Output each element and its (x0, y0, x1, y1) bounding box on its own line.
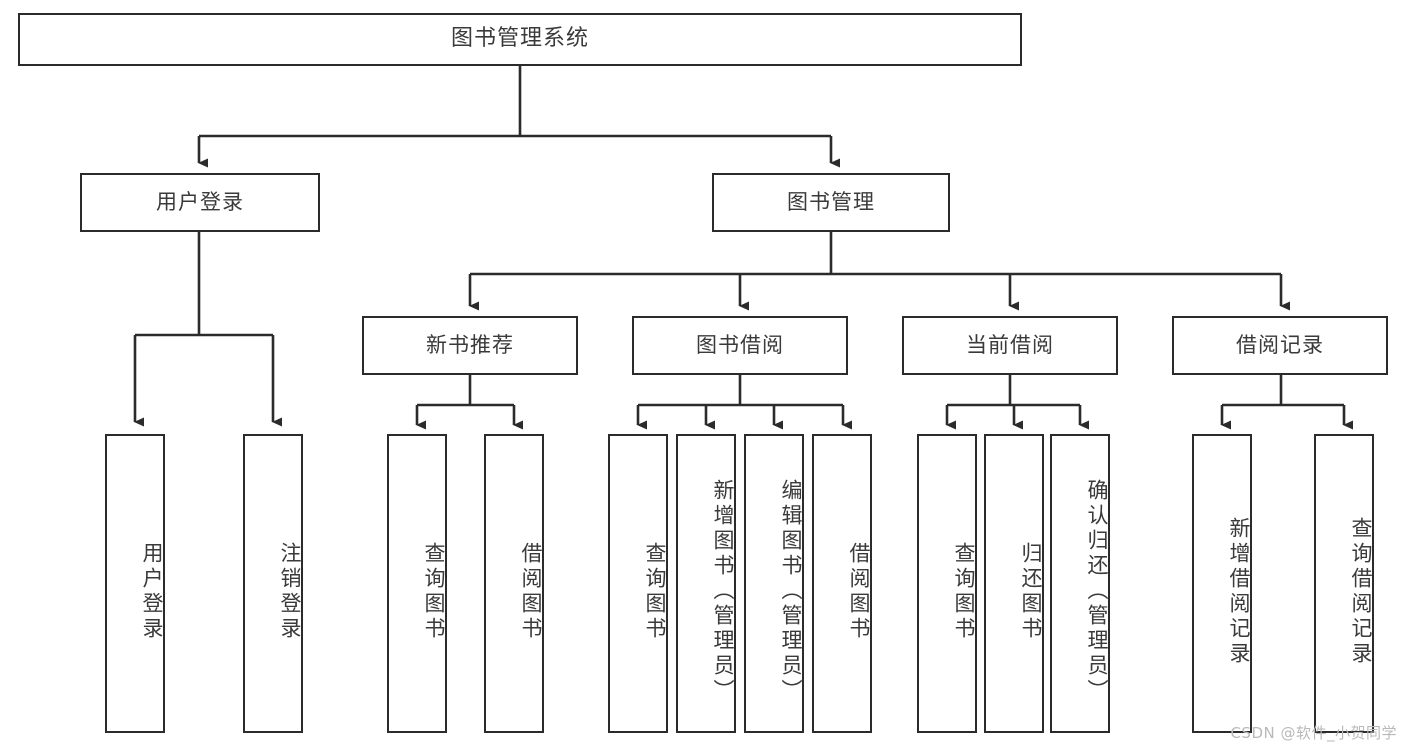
node-label: 查询图书 (952, 541, 976, 642)
leaf-query-borrow-record[interactable]: 查询借阅记录 (1314, 434, 1374, 733)
node-label: 用户登录 (140, 541, 164, 642)
node-label: 注销登录 (278, 541, 302, 642)
leaf-borrow-book[interactable]: 借阅图书 (812, 434, 872, 733)
leaf-add-book-admin[interactable]: 新增图书（管理员） (676, 434, 736, 733)
node-label: 当前借阅 (966, 332, 1054, 357)
leaf-return-book[interactable]: 归还图书 (984, 434, 1044, 733)
node-new-book-recommendation[interactable]: 新书推荐 (362, 316, 578, 375)
leaf-add-borrow-record[interactable]: 新增借阅记录 (1192, 434, 1252, 733)
node-book-borrowing[interactable]: 图书借阅 (632, 316, 848, 375)
node-label: 查询图书 (643, 541, 667, 642)
leaf-borrow-book-new[interactable]: 借阅图书 (484, 434, 544, 733)
node-label: 新增图书（管理员） (711, 479, 735, 704)
node-book-management[interactable]: 图书管理 (712, 173, 950, 232)
node-label: 图书借阅 (696, 332, 784, 357)
leaf-query-book-new[interactable]: 查询图书 (387, 434, 447, 733)
node-label: 编辑图书（管理员） (779, 479, 803, 704)
node-label: 借阅记录 (1236, 332, 1324, 357)
leaf-confirm-return-admin[interactable]: 确认归还（管理员） (1050, 434, 1110, 733)
leaf-edit-book-admin[interactable]: 编辑图书（管理员） (744, 434, 804, 733)
node-label: 借阅图书 (847, 541, 871, 642)
node-label: 查询借阅记录 (1349, 516, 1373, 667)
node-label: 确认归还（管理员） (1085, 479, 1109, 704)
node-label: 借阅图书 (519, 541, 543, 642)
node-label: 图书管理系统 (450, 26, 589, 52)
leaf-user-login[interactable]: 用户登录 (105, 434, 165, 733)
node-label: 图书管理 (787, 189, 875, 214)
node-borrowing-records[interactable]: 借阅记录 (1172, 316, 1388, 375)
leaf-query-book-current[interactable]: 查询图书 (917, 434, 977, 733)
node-label: 新书推荐 (426, 332, 514, 357)
leaf-query-book-borrow[interactable]: 查询图书 (608, 434, 668, 733)
csdn-watermark: CSDN @软件_小贺同学 (1230, 724, 1397, 742)
node-current-borrowing[interactable]: 当前借阅 (902, 316, 1118, 375)
node-label: 新增借阅记录 (1227, 516, 1251, 667)
node-user-login[interactable]: 用户登录 (80, 173, 320, 232)
leaf-logout[interactable]: 注销登录 (243, 434, 303, 733)
node-label: 归还图书 (1019, 541, 1043, 642)
node-label: 用户登录 (156, 189, 244, 214)
node-label: 查询图书 (422, 541, 446, 642)
node-root-system[interactable]: 图书管理系统 (18, 13, 1022, 66)
